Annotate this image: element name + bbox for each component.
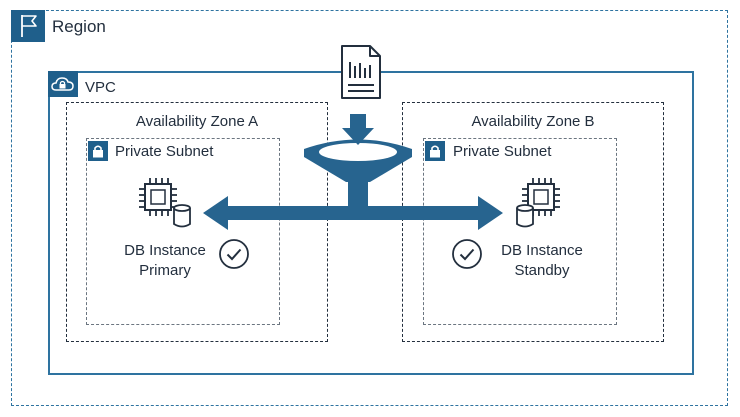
private-subnet-b xyxy=(423,138,617,325)
funnel-rim xyxy=(319,143,397,161)
chip-icon xyxy=(139,178,177,216)
availability-zone-a xyxy=(66,102,328,342)
flag-icon xyxy=(11,10,45,42)
db-instance-primary-line2: Primary xyxy=(139,262,191,279)
db-instance-standby-line1: DB Instance xyxy=(501,242,583,259)
region-label: Region xyxy=(52,17,106,36)
availability-zone-b xyxy=(402,102,664,342)
db-instance-primary-line1: DB Instance xyxy=(124,242,206,259)
database-icon xyxy=(173,204,191,228)
document-icon xyxy=(341,45,381,99)
private-subnet-b-label: Private Subnet xyxy=(453,143,552,160)
funnel-stem xyxy=(348,180,368,207)
lock-icon xyxy=(88,141,108,161)
availability-zone-b-label: Availability Zone B xyxy=(471,113,595,130)
db-instance-standby-line2: Standby xyxy=(514,262,570,279)
private-subnet-a-label: Private Subnet xyxy=(115,143,214,160)
private-subnet-a xyxy=(86,138,280,325)
check-circle-icon xyxy=(452,239,482,269)
cloud-lock-icon xyxy=(48,71,78,97)
db-instance-standby-label: DB Instance Standby xyxy=(487,241,597,281)
region-boundary xyxy=(11,10,728,406)
vpc-label: VPC xyxy=(85,79,116,96)
database-icon xyxy=(516,204,534,228)
db-instance-primary-label: DB Instance Primary xyxy=(110,241,220,281)
availability-zone-a-label: Availability Zone A xyxy=(135,113,259,130)
check-circle-icon xyxy=(219,239,249,269)
down-arrow-icon xyxy=(342,114,374,145)
replication-arrow xyxy=(203,196,503,230)
lock-icon xyxy=(425,141,445,161)
